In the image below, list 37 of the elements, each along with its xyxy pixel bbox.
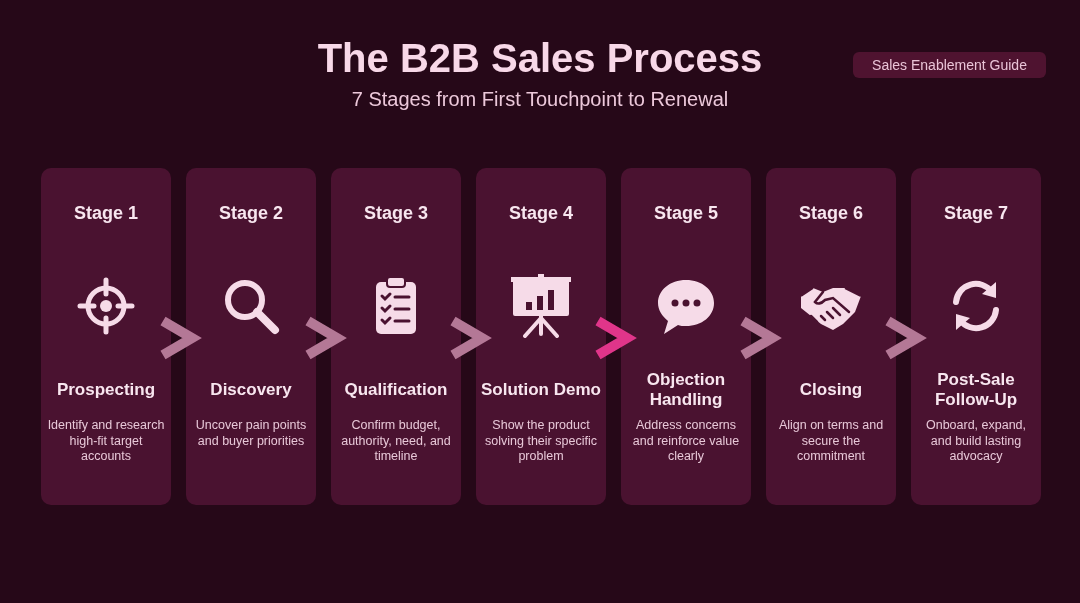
chevron-arrow bbox=[160, 316, 202, 360]
stage-card bbox=[186, 168, 316, 505]
stage-label: Stage 1 bbox=[73, 203, 139, 224]
stage-label: Stage 6 bbox=[798, 203, 864, 224]
stage-description: Identify and research high-fit target accounts bbox=[47, 418, 165, 465]
title: The B2B Sales Process bbox=[316, 36, 764, 81]
chevron-arrow bbox=[450, 316, 492, 360]
stage-name: Prospecting bbox=[55, 379, 157, 401]
stage-description: Onboard, expand, and build lasting advocacy bbox=[924, 418, 1028, 465]
stage-card bbox=[41, 168, 171, 505]
stage-description: Confirm budget, authority, need, and timeline bbox=[340, 418, 452, 465]
stage-name: Post-Sale Follow-Up bbox=[933, 369, 1019, 411]
stage-description: Show the product solving their specific problem bbox=[484, 418, 598, 465]
subtitle: 7 Stages from First Touchpoint to Renewal bbox=[350, 88, 730, 111]
stage-card bbox=[621, 168, 751, 505]
stage-card bbox=[331, 168, 461, 505]
stage-name: Objection Handling bbox=[645, 369, 727, 411]
stage-card bbox=[766, 168, 896, 505]
chevron-arrow bbox=[885, 316, 927, 360]
stage-name: Closing bbox=[798, 379, 864, 401]
stage-description: Address concerns and reinforce value clearly bbox=[631, 418, 741, 465]
stage-description: Align on terms and secure the commitment bbox=[777, 418, 885, 465]
chevron-arrow bbox=[595, 316, 637, 360]
stage-label: Stage 7 bbox=[943, 203, 1009, 224]
stage-card bbox=[476, 168, 606, 505]
stage-label: Stage 3 bbox=[363, 203, 429, 224]
stage-name: Solution Demo bbox=[480, 379, 602, 401]
stage-label: Stage 5 bbox=[653, 203, 719, 224]
chevron-arrow bbox=[740, 316, 782, 360]
chevron-arrow bbox=[305, 316, 347, 360]
stage-name: Qualification bbox=[343, 379, 449, 401]
stage-label: Stage 4 bbox=[508, 203, 574, 224]
stage-name: Discovery bbox=[209, 379, 293, 401]
stage-label: Stage 2 bbox=[218, 203, 284, 224]
stage-description: Uncover pain points and buyer priorities bbox=[194, 418, 308, 449]
stage-card bbox=[911, 168, 1041, 505]
guide-badge: Sales Enablement Guide bbox=[853, 52, 1046, 78]
